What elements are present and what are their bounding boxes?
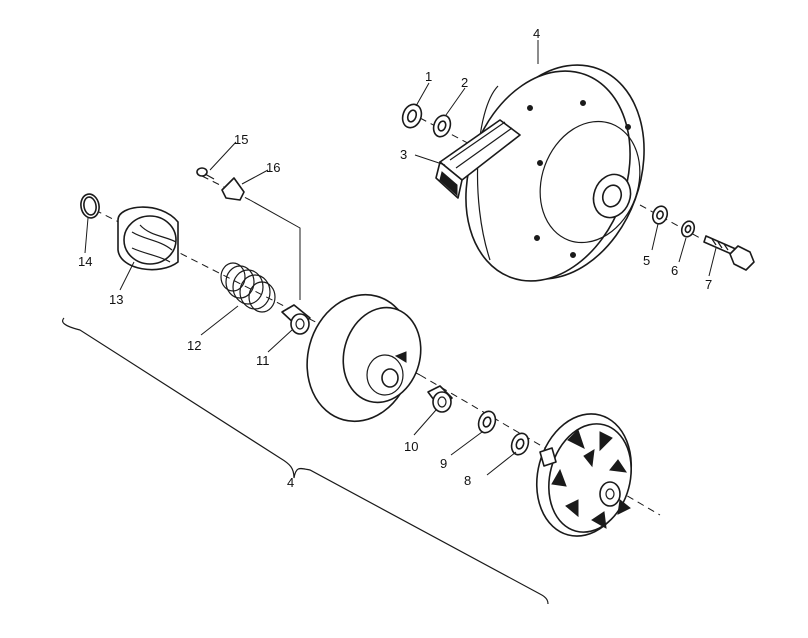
cam-13 [117, 206, 179, 271]
bolt-hole [534, 235, 540, 241]
callout-9: 9 [440, 456, 447, 471]
callout-15: 15 [234, 132, 248, 147]
washer-2 [432, 114, 452, 138]
assembly-bracket [61, 317, 549, 605]
callout-2: 2 [461, 75, 468, 90]
callout-7: 7 [705, 277, 712, 292]
bolt-hole [580, 100, 586, 106]
pin-path-line [249, 199, 301, 300]
washer-5 [651, 205, 669, 225]
washer-1 [401, 103, 423, 129]
leader-lines [84, 40, 717, 476]
callout-6: 6 [671, 263, 678, 278]
bolt-hole [537, 160, 543, 166]
moveable-sheave [306, 293, 422, 423]
bolt-hole [527, 105, 533, 111]
bolt-hole [570, 252, 576, 258]
callout-4-bracket: 4 [287, 475, 294, 490]
driven-sheave-assembly [465, 64, 645, 282]
lock-washer-6 [680, 220, 696, 238]
bolt-hole [625, 124, 631, 130]
callout-12: 12 [187, 338, 201, 353]
bushing-11 [281, 304, 311, 335]
callout-4-top: 4 [533, 26, 540, 41]
callout-1: 1 [425, 69, 432, 84]
drive-belt [435, 119, 521, 199]
callout-labels: 1 2 3 4 5 6 7 8 9 10 11 12 13 14 15 16 4 [78, 26, 712, 490]
callout-5: 5 [643, 253, 650, 268]
fixed-sheave [535, 413, 633, 537]
cooling-fins [551, 429, 631, 529]
button-16 [221, 177, 245, 201]
pin-15 [196, 167, 215, 180]
hub-stub [539, 447, 557, 467]
bolt-7 [703, 235, 755, 271]
snap-ring-14 [80, 193, 100, 219]
callout-14: 14 [78, 254, 92, 269]
callout-3: 3 [400, 147, 407, 162]
callout-16: 16 [266, 160, 280, 175]
bushing-10 [427, 385, 453, 413]
callout-13: 13 [109, 292, 123, 307]
callout-10: 10 [404, 439, 418, 454]
washer-8 [510, 432, 530, 456]
spring-12 [220, 262, 276, 313]
callout-11: 11 [256, 353, 270, 368]
washer-9 [477, 410, 497, 434]
callout-8: 8 [464, 473, 471, 488]
